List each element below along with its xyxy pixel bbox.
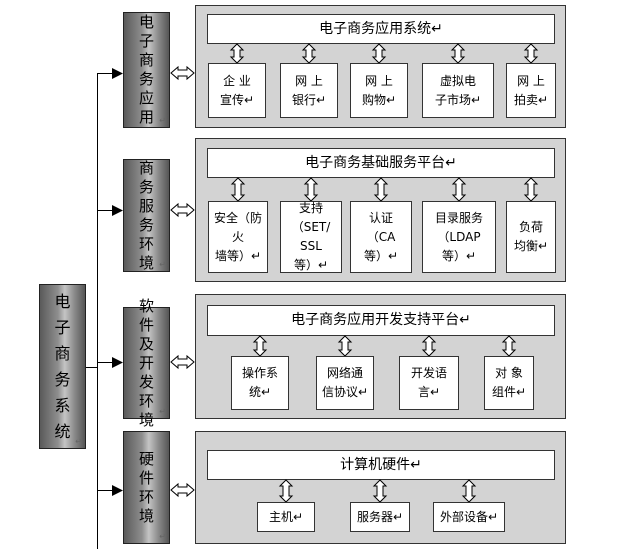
vertical-double-arrow-icon <box>373 177 389 202</box>
branch-arrow-icon <box>112 485 123 496</box>
layer-item-box: 对 象 组件↵ <box>484 356 534 410</box>
vertical-double-arrow-icon <box>451 177 467 202</box>
layer-item-label: 网 上 购物↵ <box>361 73 397 107</box>
layer-item-box: 安全（防火 墙等）↵ <box>208 201 268 273</box>
layer-header: 电子商务基础服务平台↵ <box>207 148 555 178</box>
trunk-line <box>97 73 98 549</box>
return-mark: ↵ <box>410 456 422 473</box>
vertical-double-arrow-icon <box>523 43 539 64</box>
layer-item-box: 主机↵ <box>257 502 315 532</box>
layer-item-label: 服务器↵ <box>356 509 404 524</box>
vertical-double-arrow-icon <box>230 177 246 202</box>
vertical-double-arrow-icon <box>252 335 268 357</box>
layer-label: 商务服务环境 <box>138 158 154 272</box>
layer-item-label: 支持 （SET/ SSL 等）↵ <box>291 201 331 272</box>
layer-item-box: 企 业 宣传↵ <box>208 63 266 118</box>
layer-item-label: 外部设备↵ <box>439 509 499 524</box>
vertical-double-arrow-icon <box>501 335 517 357</box>
layer-label: 软件及开发环境 <box>138 296 154 429</box>
branch-line <box>97 210 113 211</box>
layer-item-label: 网 上 银行↵ <box>291 73 327 107</box>
layer-item-box: 开发语 言↵ <box>399 356 459 410</box>
vertical-double-arrow-icon <box>301 43 317 64</box>
layer-item-box: 虚拟电 子市场↵ <box>422 63 494 118</box>
layer-item-box: 负荷 均衡↵ <box>506 201 556 273</box>
layer-label: 电子商务应用 <box>138 13 154 126</box>
layer-item-box: 网 上 拍卖↵ <box>506 63 556 118</box>
vertical-double-arrow-icon <box>461 479 477 503</box>
layer-item-label: 认证 （CA 等）↵ <box>363 210 399 263</box>
layer-item-box: 网 上 购物↵ <box>350 63 408 118</box>
vertical-double-arrow-icon <box>371 43 387 64</box>
layer-item-label: 企 业 宣传↵ <box>219 73 255 107</box>
vertical-double-arrow-icon <box>450 43 466 64</box>
return-mark: ↵ <box>159 407 166 416</box>
layer-item-label: 虚拟电 子市场↵ <box>434 73 482 107</box>
layer-item-label: 对 象 组件↵ <box>491 366 527 399</box>
return-mark: ↵ <box>75 437 82 446</box>
layer-item-box: 认证 （CA 等）↵ <box>350 201 412 273</box>
return-mark: ↵ <box>445 154 457 171</box>
vertical-double-arrow-icon <box>278 479 294 503</box>
layer-header: 电子商务应用系统↵ <box>207 14 555 44</box>
layer-item-label: 网络通 信协议↵ <box>321 366 369 399</box>
layer-item-label: 主机↵ <box>268 509 304 524</box>
branch-line <box>97 362 113 363</box>
return-mark: ↵ <box>459 312 471 328</box>
layer-item-label: 目录服务 （LDAP 等）↵ <box>434 210 483 263</box>
vertical-double-arrow-icon <box>372 479 388 503</box>
layer-item-box: 操作系 统↵ <box>231 356 289 410</box>
vertical-double-arrow-icon <box>523 177 539 202</box>
layer-item-box: 外部设备↵ <box>433 502 505 532</box>
layer-item-box: 网络通 信协议↵ <box>316 356 374 410</box>
main-system-label: 电子商务系统 <box>54 291 71 441</box>
layer-header: 计算机硬件↵ <box>207 450 555 480</box>
layer-item-box: 支持 （SET/ SSL 等）↵ <box>280 201 342 273</box>
vertical-double-arrow-icon <box>337 335 353 357</box>
branch-arrow-icon <box>112 357 123 368</box>
layer-label: 硬件环境 <box>138 449 154 525</box>
layer-header: 电子商务应用开发支持平台↵ <box>207 305 555 336</box>
branch-line <box>97 73 113 74</box>
layer-item-box: 目录服务 （LDAP 等）↵ <box>422 201 496 273</box>
layer-item-label: 安全（防火 墙等）↵ <box>213 210 262 263</box>
return-mark: ↵ <box>431 20 443 37</box>
layer-label-box: 电子商务应用 ↵ <box>123 12 170 128</box>
layer-label-box: 软件及开发环境 ↵ <box>123 297 170 429</box>
branch-arrow-icon <box>112 205 123 216</box>
layer-item-label: 网 上 拍卖↵ <box>513 73 549 107</box>
layer-item-label: 开发语 言↵ <box>410 366 447 399</box>
layer-item-label: 操作系 统↵ <box>241 366 278 399</box>
return-mark: ↵ <box>159 532 166 541</box>
layer-item-box: 网 上 银行↵ <box>280 63 338 118</box>
vertical-double-arrow-icon <box>303 177 319 202</box>
vertical-double-arrow-icon <box>229 43 245 64</box>
return-mark: ↵ <box>159 116 166 125</box>
branch-line <box>97 490 113 491</box>
double-arrow-icon <box>170 65 195 81</box>
main-connector <box>86 367 98 368</box>
layer-label-box: 硬件环境 ↵ <box>123 431 170 544</box>
return-mark: ↵ <box>159 260 166 269</box>
double-arrow-icon <box>170 482 195 498</box>
layer-item-label: 负荷 均衡↵ <box>513 220 549 253</box>
vertical-double-arrow-icon <box>421 335 437 357</box>
layer-item-box: 服务器↵ <box>350 502 410 532</box>
double-arrow-icon <box>170 354 195 370</box>
main-system-label-box: 电子商务系统 ↵ <box>39 284 86 449</box>
branch-arrow-icon <box>112 68 123 79</box>
double-arrow-icon <box>170 202 195 218</box>
layer-label-box: 商务服务环境 ↵ <box>123 159 170 272</box>
